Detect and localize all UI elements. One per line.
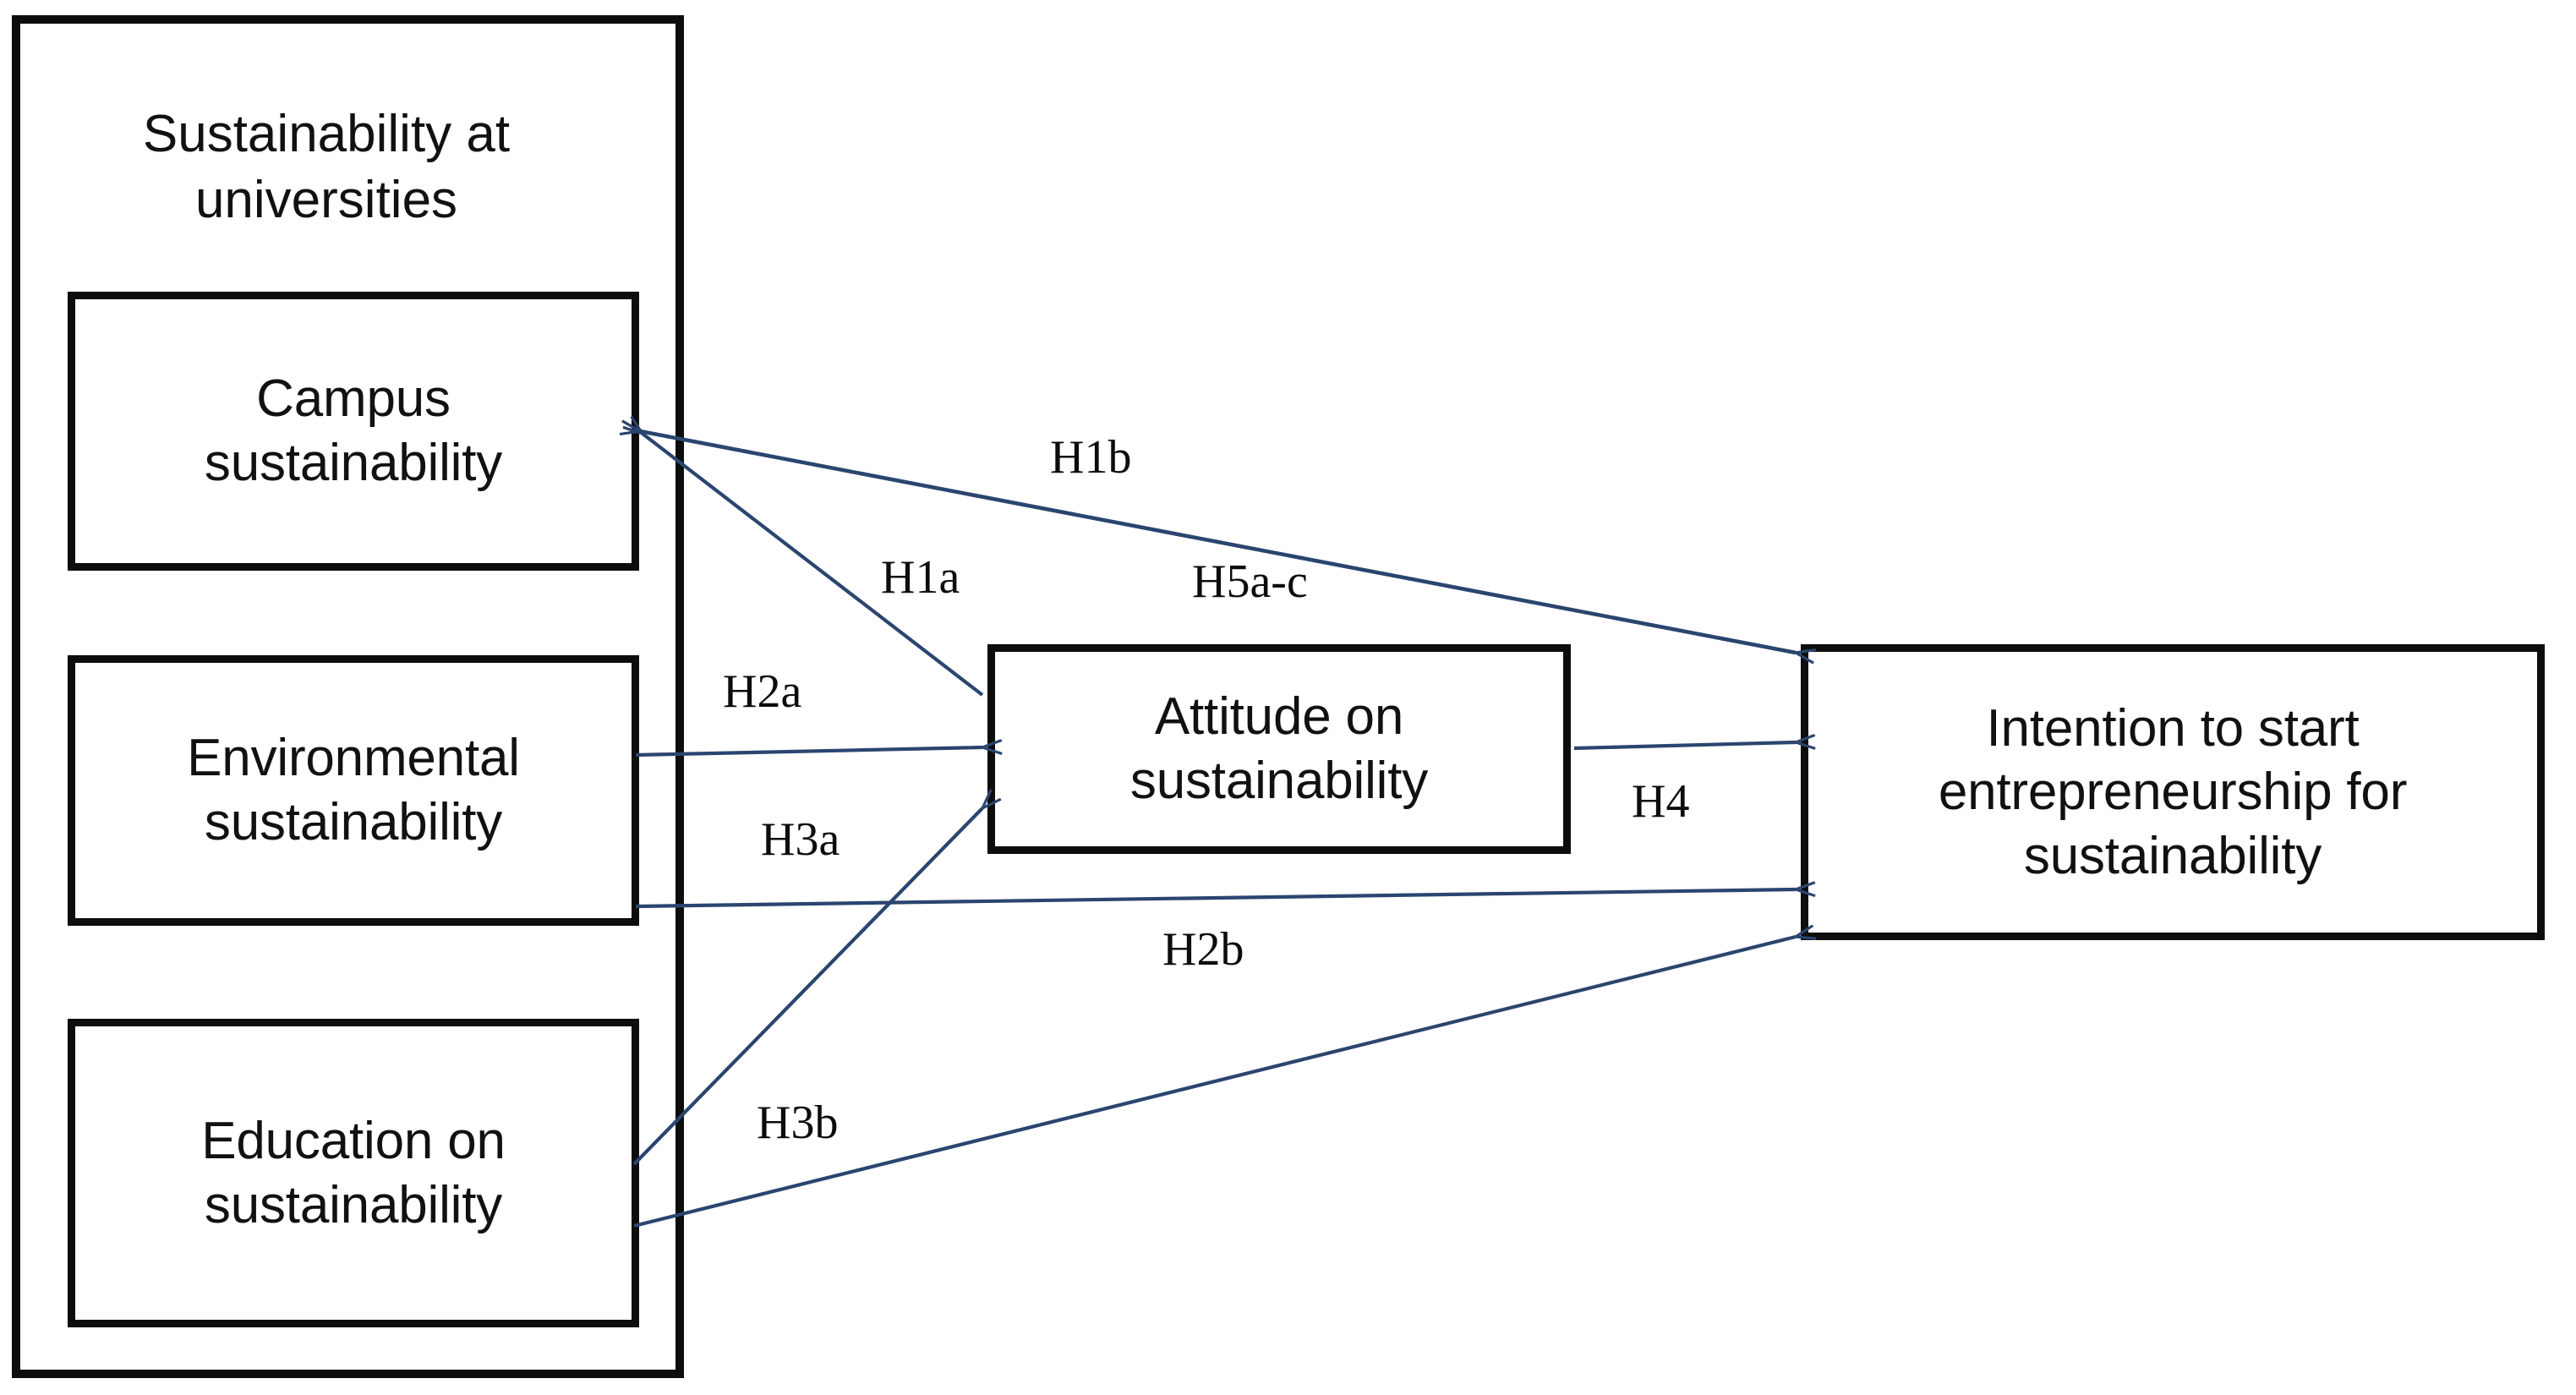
box-education-on-sustainability: Education on sustainability xyxy=(68,1019,639,1327)
box-intention-to-start-entrepreneurship: Intention to start entrepreneurship for … xyxy=(1801,644,2545,940)
box-campus-sustainability-label: Campus sustainability xyxy=(204,369,503,492)
box-environmental-sustainability: Environmental sustainability xyxy=(68,655,639,926)
edge-h2b xyxy=(635,889,1796,909)
box-education-on-sustainability-label: Education on sustainability xyxy=(201,1111,506,1234)
hypothesis-label-h2a: H2a xyxy=(723,665,802,718)
box-intention-to-start-entrepreneurship-label: Intention to start entrepreneurship for … xyxy=(1938,698,2408,885)
box-environmental-sustainability-label: Environmental sustainability xyxy=(187,729,520,851)
edge-h4 xyxy=(1573,742,1796,751)
edge-h2a xyxy=(635,747,982,758)
hypothesis-label-h4: H4 xyxy=(1632,775,1690,828)
hypothesis-label-h5a-c: H5a-c xyxy=(1192,555,1308,608)
edge-h3b xyxy=(633,937,1796,1228)
hypothesis-label-h1b: H1b xyxy=(1050,431,1132,484)
box-campus-sustainability: Campus sustainability xyxy=(68,292,639,571)
hypothesis-label-h3b: H3b xyxy=(757,1097,839,1149)
box-attitude-on-sustainability: Attitude on sustainability xyxy=(987,644,1571,854)
group-container-title: Sustainability at universities xyxy=(142,105,511,230)
box-attitude-on-sustainability-label: Attitude on sustainability xyxy=(1129,687,1429,810)
hypothesis-label-h2b: H2b xyxy=(1162,923,1244,976)
hypothesis-label-h3a: H3a xyxy=(761,813,840,866)
hypothesis-label-h1a: H1a xyxy=(881,551,960,604)
edge-h1b xyxy=(640,431,1796,653)
